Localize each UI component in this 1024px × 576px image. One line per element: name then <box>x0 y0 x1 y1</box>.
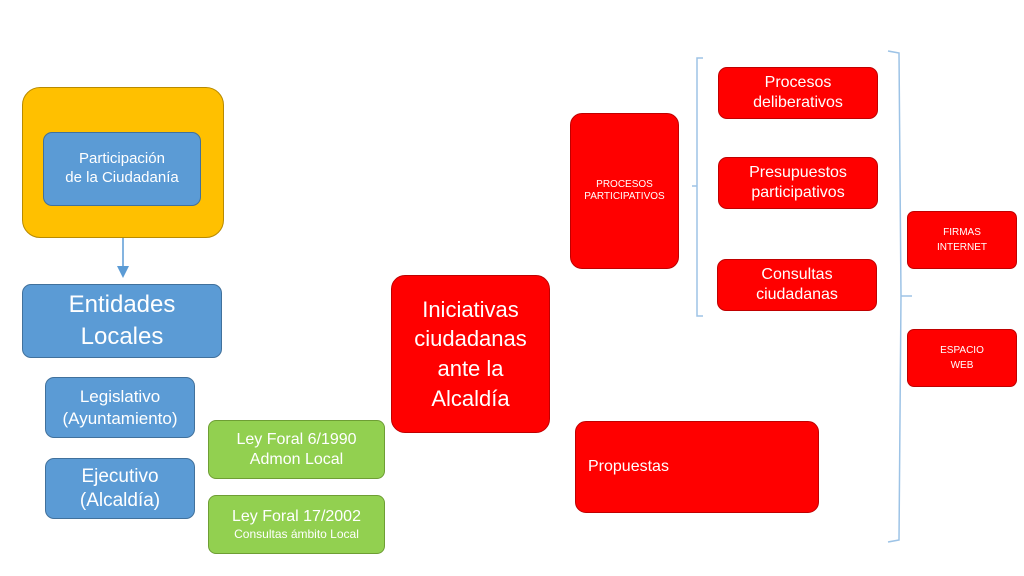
procesos-participativos-line2: PARTICIPATIVOS <box>584 191 665 202</box>
ley2-line1: Ley Foral 17/2002 <box>232 508 361 525</box>
iniciativas-ciudadanas-box: Iniciativas ciudadanas ante la Alcaldía <box>391 275 550 433</box>
ejecutivo-line1: Ejecutivo <box>81 465 159 487</box>
entidades-line1: Entidades <box>68 290 176 318</box>
entidades-locales-box: Entidades Locales <box>22 284 222 358</box>
consultas-ciudadanas-box: Consultas ciudadanas <box>717 259 877 311</box>
brace-procesos <box>692 57 703 317</box>
firmas-line1: FIRMAS <box>943 227 981 238</box>
consultas-line1: Consultas <box>761 266 833 283</box>
procesos-participativos-box: PROCESOS PARTICIPATIVOS <box>570 113 679 269</box>
presupuestos-participativos-box: Presupuestos participativos <box>718 157 878 209</box>
deliberativos-line1: Procesos <box>764 74 832 91</box>
espacio-line1: ESPACIO <box>940 345 984 356</box>
iniciativas-line4: Alcaldía <box>431 385 510 411</box>
ley2-line2: Consultas ámbito Local <box>234 527 359 541</box>
propuestas-label: Propuestas <box>588 458 669 475</box>
ley1-line1: Ley Foral 6/1990 <box>236 430 357 448</box>
presupuestos-line2: participativos <box>751 184 845 201</box>
brace-right <box>887 50 912 543</box>
procesos-participativos-line1: PROCESOS <box>596 178 653 190</box>
propuestas-box: Propuestas <box>575 421 819 513</box>
iniciativas-line1: Iniciativas <box>422 296 519 322</box>
consultas-line2: ciudadanas <box>756 286 838 303</box>
ley-foral-1990-box: Ley Foral 6/1990 Admon Local <box>208 420 385 479</box>
legislativo-line2: (Ayuntamiento) <box>62 408 178 428</box>
iniciativas-line3: ante la <box>437 356 504 381</box>
participacion-ciudadania-box: Participación de la Ciudadanía <box>43 132 201 206</box>
ley1-line2: Admon Local <box>249 450 344 468</box>
deliberativos-line2: deliberativos <box>753 94 843 111</box>
ejecutivo-box: Ejecutivo (Alcaldía) <box>45 458 195 519</box>
espacio-line2: WEB <box>950 360 974 371</box>
espacio-web-box: ESPACIO WEB <box>907 329 1017 387</box>
entidades-line2: Locales <box>80 323 164 350</box>
firmas-line2: INTERNET <box>937 242 987 253</box>
legislativo-box: Legislativo (Ayuntamiento) <box>45 377 195 438</box>
ley-foral-2002-box: Ley Foral 17/2002 Consultas ámbito Local <box>208 495 385 554</box>
iniciativas-line2: ciudadanas <box>414 326 527 352</box>
procesos-deliberativos-box: Procesos deliberativos <box>718 67 878 119</box>
firmas-internet-box: FIRMAS INTERNET <box>907 211 1017 269</box>
participacion-line2: de la Ciudadanía <box>65 169 179 186</box>
presupuestos-line1: Presupuestos <box>749 164 847 181</box>
legislativo-line1: Legislativo <box>79 387 161 407</box>
participacion-line1: Participación <box>79 150 165 168</box>
ejecutivo-line2: (Alcaldía) <box>79 489 161 511</box>
